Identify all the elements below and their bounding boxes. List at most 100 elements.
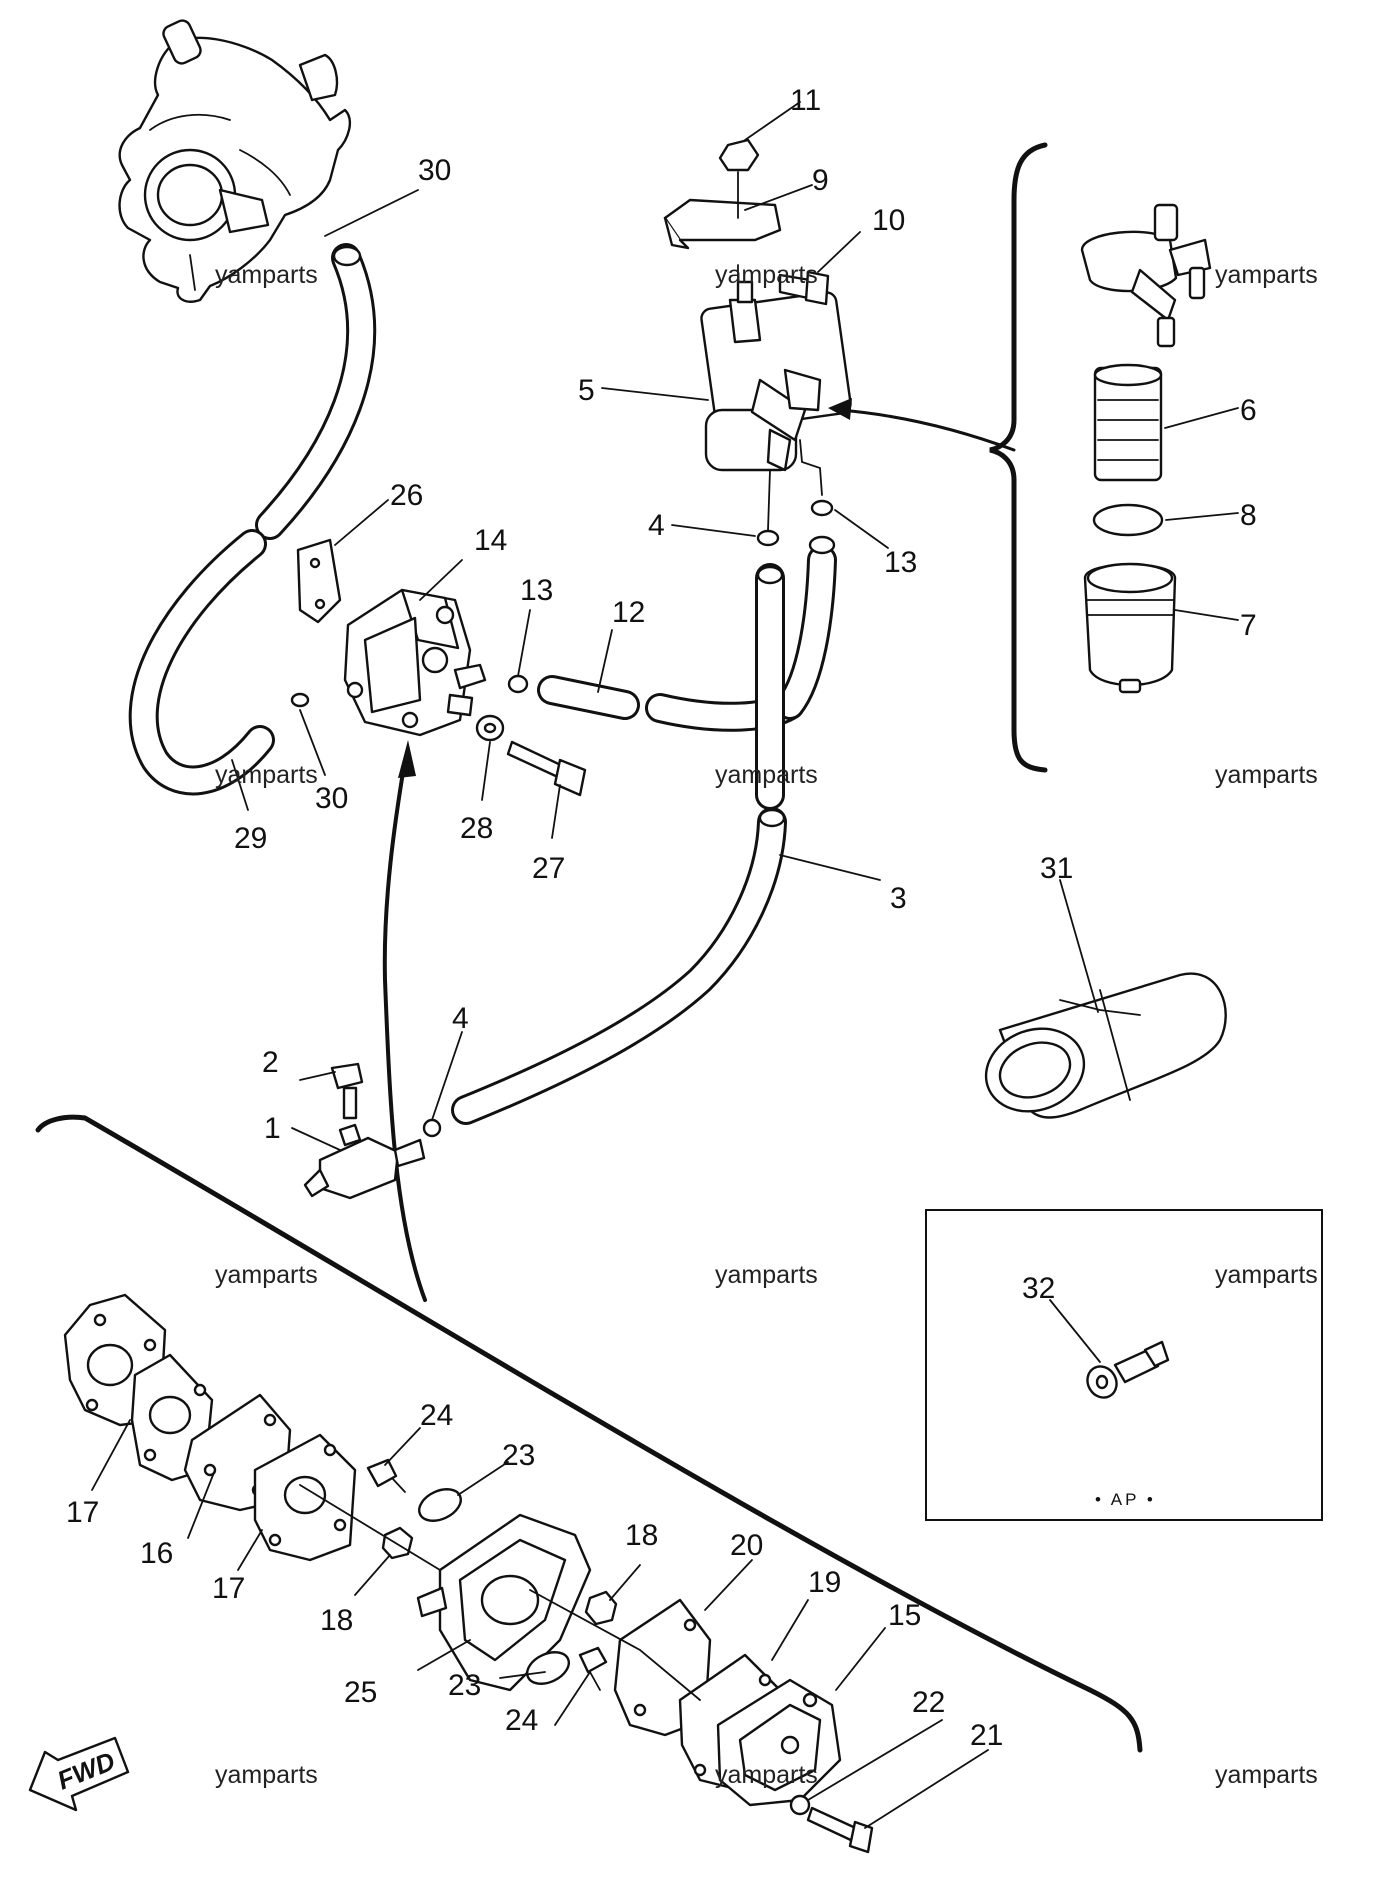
label-1: 1 xyxy=(264,1112,281,1145)
label-32: 32 xyxy=(1022,1272,1055,1305)
dashed-line-pump xyxy=(529,1589,701,1701)
watermark: yamparts xyxy=(715,261,818,289)
label-18-left: 18 xyxy=(320,1604,353,1637)
screw-32 xyxy=(1086,1340,1170,1399)
nut-11 xyxy=(718,138,760,172)
label-16: 16 xyxy=(140,1537,173,1570)
filter-cup-7 xyxy=(1083,562,1177,694)
label-13-filter: 13 xyxy=(884,546,917,579)
washer-28 xyxy=(475,714,505,742)
o-ring-8 xyxy=(1092,503,1164,537)
flow-arrow xyxy=(382,740,427,1302)
fuel-connector-1 xyxy=(303,1123,426,1200)
watermark: yamparts xyxy=(1215,761,1318,789)
label-11: 11 xyxy=(790,84,821,117)
label-2: 2 xyxy=(262,1046,279,1079)
bolt-27 xyxy=(506,740,587,797)
grommet-icon xyxy=(984,972,1227,1119)
fuel-joint-icon xyxy=(1080,203,1212,348)
label-31: 31 xyxy=(1040,852,1073,885)
watermarks: yamparts yamparts yamparts yamparts yamp… xyxy=(215,261,1318,1789)
label-15: 15 xyxy=(888,1599,921,1632)
label-23-upper: 23 xyxy=(502,1439,535,1472)
check-valve-23-upper xyxy=(418,1488,462,1522)
fwd-arrow-icon: FWD xyxy=(28,1736,130,1812)
valve-screw-24-lower xyxy=(578,1646,608,1691)
watermark: yamparts xyxy=(215,1761,318,1789)
label-30-top: 30 xyxy=(418,154,451,187)
label-12: 12 xyxy=(612,596,645,629)
detail-arrow xyxy=(828,398,1016,452)
label-4-lower: 4 xyxy=(452,1002,469,1035)
label-10: 10 xyxy=(872,204,905,237)
label-9: 9 xyxy=(812,164,829,197)
gasket-26 xyxy=(296,538,342,624)
label-29: 29 xyxy=(234,822,267,855)
watermark: yamparts xyxy=(715,1761,818,1789)
fuel-pump-icon xyxy=(343,588,487,737)
filter-element-6 xyxy=(1093,363,1163,482)
label-3: 3 xyxy=(890,882,907,915)
clip-13-pump xyxy=(507,674,529,694)
label-22: 22 xyxy=(912,1686,945,1719)
watermark: yamparts xyxy=(1215,1761,1318,1789)
label-13-pump: 13 xyxy=(520,574,553,607)
clip-30-lower xyxy=(290,692,310,708)
fuel-filter-icon xyxy=(700,264,852,531)
nut-18-right xyxy=(584,1590,618,1626)
label-5: 5 xyxy=(578,374,595,407)
label-24-lower: 24 xyxy=(505,1704,538,1737)
bolt-2 xyxy=(330,1062,364,1120)
watermark: yamparts xyxy=(215,1261,318,1289)
label-24-upper: 24 xyxy=(420,1399,453,1432)
watermark: yamparts xyxy=(215,261,318,289)
label-6: 6 xyxy=(1240,394,1257,427)
nut-18-left xyxy=(381,1526,414,1560)
label-23-lower: 23 xyxy=(448,1669,481,1702)
gasket-17-right xyxy=(253,1433,357,1562)
washer-22 xyxy=(789,1794,811,1816)
fuel-hose-29 xyxy=(128,243,377,796)
label-7: 7 xyxy=(1240,609,1257,642)
inset-box xyxy=(925,1209,1323,1521)
label-17-left: 17 xyxy=(66,1496,99,1529)
label-4-upper: 4 xyxy=(648,509,665,542)
label-27: 27 xyxy=(532,852,565,885)
fuel-hose-3 xyxy=(451,563,787,1125)
check-valve-23-lower xyxy=(526,1651,570,1685)
label-17-right: 17 xyxy=(212,1572,245,1605)
carburetor-icon xyxy=(118,19,352,303)
watermark: yamparts xyxy=(715,761,818,789)
label-21: 21 xyxy=(970,1719,1003,1752)
clip-4-filter xyxy=(756,529,780,547)
screw-21 xyxy=(806,1806,874,1854)
bracket-9 xyxy=(663,171,782,250)
pump-cover-15 xyxy=(716,1678,842,1807)
label-28: 28 xyxy=(460,812,493,845)
label-14: 14 xyxy=(474,524,507,557)
watermark: yamparts xyxy=(1215,1261,1318,1289)
label-26: 26 xyxy=(390,479,423,512)
watermark: yamparts xyxy=(715,1261,818,1289)
detail-brace xyxy=(989,142,1048,773)
label-19: 19 xyxy=(808,1566,841,1599)
part-labels: 30 11 9 10 5 6 8 7 4 13 26 14 13 12 28 2… xyxy=(66,84,1257,1752)
clip-13-filter xyxy=(810,499,834,517)
inset-ap-label: • AP • xyxy=(1095,1490,1156,1509)
watermark: yamparts xyxy=(215,761,318,789)
bolt-10 xyxy=(778,270,830,306)
section-divider xyxy=(35,1114,1143,1753)
label-20: 20 xyxy=(730,1529,763,1562)
label-25: 25 xyxy=(344,1676,377,1709)
watermark: yamparts xyxy=(1215,261,1318,289)
fuel-hose-12 xyxy=(537,535,837,732)
label-8: 8 xyxy=(1240,499,1257,532)
label-18-right: 18 xyxy=(625,1519,658,1552)
pump-body-25 xyxy=(299,1484,592,1692)
leader-lines xyxy=(91,101,1239,1829)
label-30-bottom: 30 xyxy=(315,782,348,815)
valve-screw-24-upper xyxy=(366,1458,406,1493)
clip-4-lower xyxy=(422,1118,442,1138)
